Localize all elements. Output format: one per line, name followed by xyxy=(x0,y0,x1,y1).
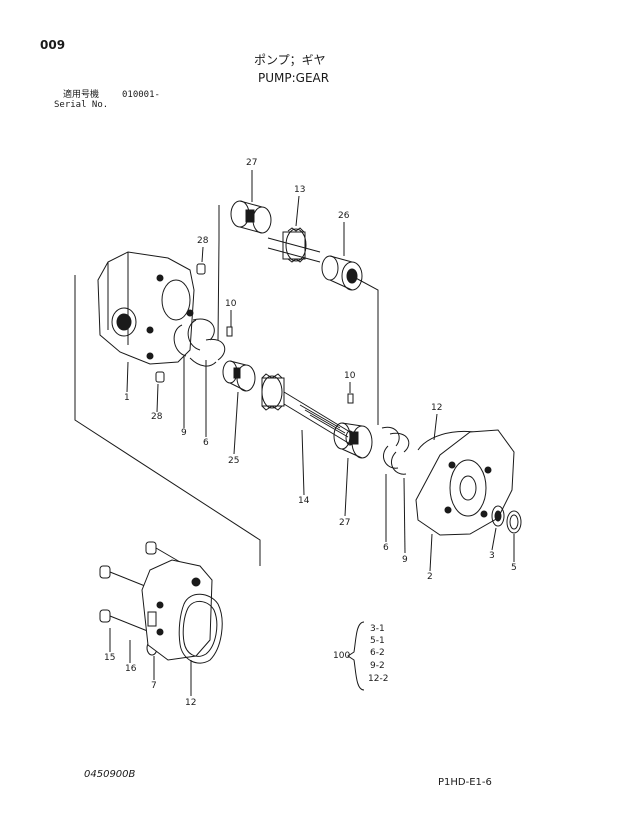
bushing-part-27-middle xyxy=(333,422,373,459)
callout-28-upper: 28 xyxy=(197,236,209,246)
callout-5: 5 xyxy=(511,563,517,573)
driven-gear-part-13 xyxy=(267,227,321,263)
bushing-part-27-top xyxy=(230,200,272,234)
bolt-part-15-left xyxy=(99,565,151,589)
serial-label-en: Serial No. xyxy=(54,100,109,110)
block-part-7 xyxy=(141,559,213,661)
footer-right-code: P1HD-E1-6 xyxy=(438,777,492,788)
leader-frame-right xyxy=(351,275,379,425)
callout-9-left: 9 xyxy=(181,428,187,438)
leader-frame-left xyxy=(74,275,261,566)
drive-gear-shaft-part-14 xyxy=(261,373,355,446)
title-japanese: ポンプ；ギヤ xyxy=(254,53,326,67)
key-part-10-upper xyxy=(226,326,233,337)
pin-part-28-lower xyxy=(155,371,165,383)
callout-28-lower: 28 xyxy=(151,412,163,422)
kit-item: 12-2 xyxy=(368,674,389,684)
snap-ring-part-5 xyxy=(506,510,522,534)
bushing-part-26 xyxy=(321,255,363,291)
callout-13: 13 xyxy=(294,185,306,195)
seal-rings-left xyxy=(173,318,226,367)
callout-6-left: 6 xyxy=(203,438,209,448)
key-part-10-lower xyxy=(347,393,354,404)
kit-item: 5-1 xyxy=(370,636,385,646)
callout-leaders xyxy=(109,170,515,696)
callout-25: 25 xyxy=(228,456,240,466)
kit-item: 6-2 xyxy=(370,648,385,658)
o-ring-part-12-lower xyxy=(178,593,223,664)
page-number: 009 xyxy=(40,38,66,52)
kit-item: 9-2 xyxy=(370,661,385,671)
callout-12-right: 12 xyxy=(431,403,443,413)
callout-15: 15 xyxy=(104,653,116,663)
callout-2: 2 xyxy=(427,572,433,582)
bolt-part-15-lower xyxy=(99,609,151,633)
callout-12-lower: 12 xyxy=(185,698,197,708)
callout-6-right: 6 xyxy=(383,543,389,553)
bolt-part-15-upper xyxy=(145,541,181,563)
callout-16: 16 xyxy=(125,664,137,674)
callout-7: 7 xyxy=(151,681,157,691)
callout-1: 1 xyxy=(124,393,130,403)
applicable-label-jp: 適用号機 xyxy=(63,90,100,100)
cover-part-2 xyxy=(415,429,515,536)
serial-range: 010001- xyxy=(122,90,160,100)
footer-left-code: 0450900B xyxy=(84,769,136,780)
pin-part-28-upper xyxy=(196,263,206,275)
kit-number: 100 xyxy=(333,651,351,661)
title-english: PUMP:GEAR xyxy=(258,71,330,85)
callout-10-upper: 10 xyxy=(225,299,237,309)
pump-body-part-1 xyxy=(97,251,195,365)
bushing-part-25 xyxy=(222,360,256,392)
callout-9-right: 9 xyxy=(402,555,408,565)
kit-item: 3-1 xyxy=(370,624,385,634)
callout-27-top: 27 xyxy=(246,158,258,168)
callout-26: 26 xyxy=(338,211,350,221)
seal-rings-right xyxy=(381,426,410,475)
callout-27-middle: 27 xyxy=(339,518,351,528)
callout-3: 3 xyxy=(489,551,495,561)
callout-10-lower: 10 xyxy=(344,371,356,381)
leader-frame-top xyxy=(217,205,220,341)
callout-14: 14 xyxy=(298,496,310,506)
oil-seal-part-3 xyxy=(491,505,505,527)
kit-brace xyxy=(347,621,365,691)
